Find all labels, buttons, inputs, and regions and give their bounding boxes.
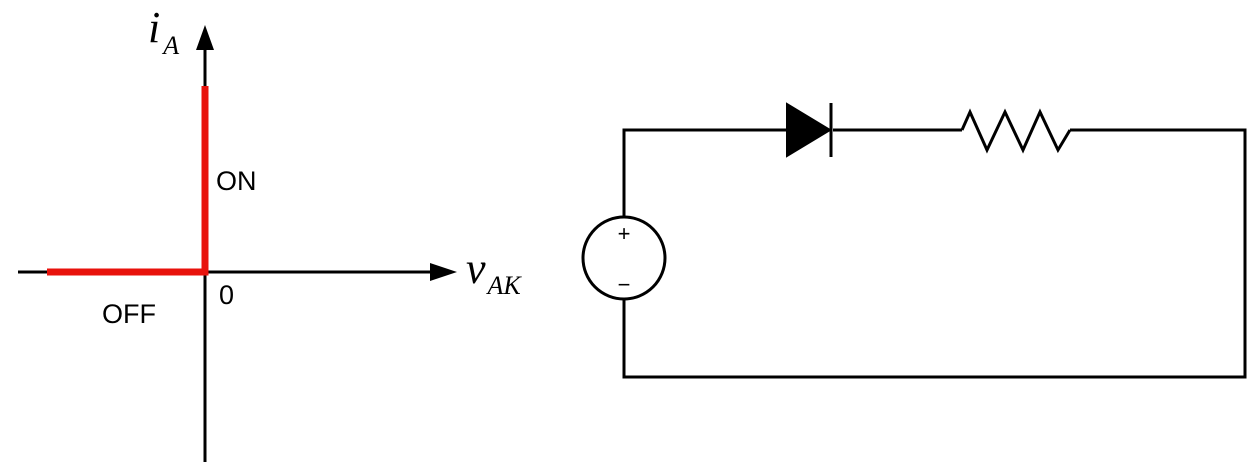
resistor-icon	[960, 108, 1072, 154]
wire-right	[622, 128, 1247, 379]
voltage-source-icon	[581, 215, 667, 301]
wire-top-left	[622, 128, 787, 217]
x-axis-arrowhead-icon	[430, 263, 457, 281]
x-axis-subscript: AK	[486, 271, 523, 300]
ideal-characteristic-curve	[47, 86, 209, 276]
origin-label: 0	[219, 280, 234, 310]
source-minus-sign: −	[618, 272, 631, 297]
on-label: ON	[216, 166, 257, 196]
y-axis-subscript: A	[161, 31, 179, 60]
off-label: OFF	[102, 299, 156, 329]
source-plus-sign: +	[618, 221, 631, 246]
diode-circuit	[581, 102, 1247, 379]
diode-icon	[786, 102, 833, 158]
y-axis-arrowhead-icon	[196, 25, 214, 50]
x-axis-label: vAK	[466, 244, 522, 300]
y-axis-symbol: i	[148, 3, 160, 52]
x-axis-symbol: v	[466, 244, 486, 293]
